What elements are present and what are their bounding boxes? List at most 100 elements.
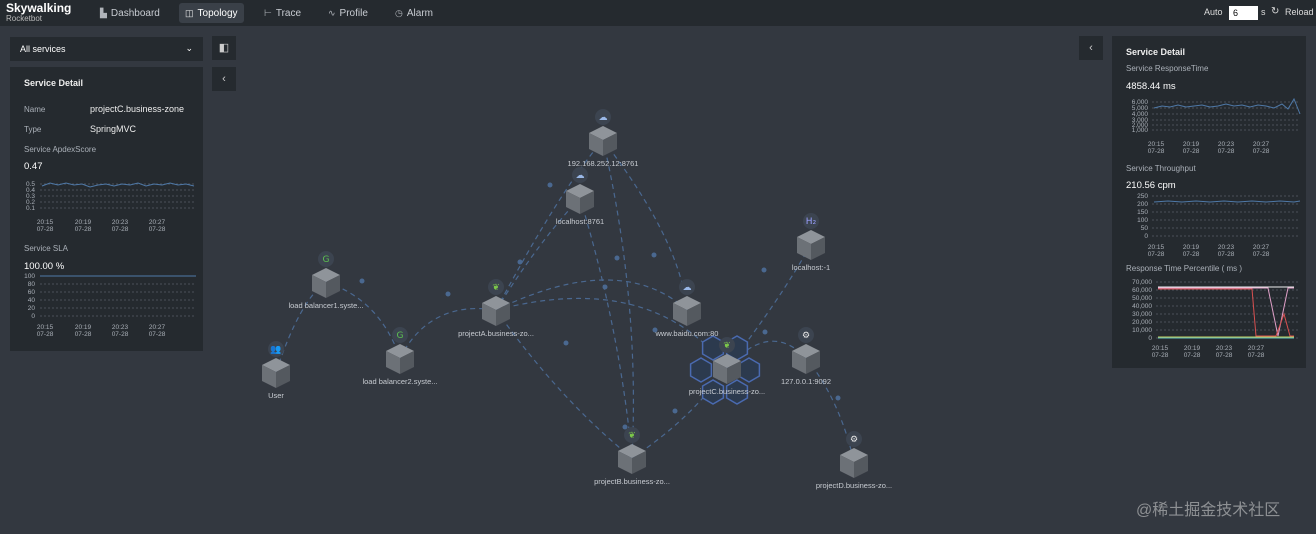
nav-dashboard[interactable]: ▙Dashboard <box>94 3 166 23</box>
menu-hex-button[interactable] <box>737 357 761 383</box>
topology-node[interactable]: ❦ projectC.business-zo... <box>689 337 765 396</box>
nav-trace-label: Trace <box>275 7 302 19</box>
nav-topology[interactable]: ◫Topology <box>179 3 244 23</box>
percentile-chart: 70,000 60,000 50,000 40,000 30,000 20,00… <box>1132 279 1300 359</box>
nav-profile[interactable]: ∿Profile <box>322 3 374 23</box>
time: 20:23 <box>112 324 129 331</box>
edge[interactable] <box>602 139 635 459</box>
edge[interactable] <box>579 197 633 459</box>
kafka-icon <box>846 431 862 447</box>
topology-node[interactable]: ❦projectA.business-zo... <box>458 279 534 338</box>
topology-node[interactable]: ☁www.baidu.com:80 <box>655 279 719 338</box>
name-label: Name <box>24 105 46 114</box>
tick: 0.1 <box>26 205 35 212</box>
auto-interval-input[interactable]: 6 <box>1229 6 1258 20</box>
type-value: SpringMVC <box>90 124 137 134</box>
date: 07-28 <box>75 331 92 338</box>
dashboard-icon: ▙ <box>100 7 107 18</box>
edge[interactable] <box>495 279 688 311</box>
node-label: 127.0.0.1:9092 <box>781 377 831 386</box>
menu-hex-button[interactable] <box>701 379 725 405</box>
top-bar: Skywalking Rocketbot ▙Dashboard ◫Topolog… <box>0 0 1316 26</box>
collapse-left-button[interactable]: ‹ <box>212 67 236 91</box>
topology-node[interactable]: ☁ 192.168.252.12:8761 <box>568 109 639 168</box>
date: 07-28 <box>1218 251 1235 258</box>
date: 07-28 <box>1148 148 1165 155</box>
sla-value: 100.00 % <box>24 261 65 272</box>
reload-button[interactable]: Reload <box>1285 7 1314 17</box>
edge[interactable] <box>805 357 855 463</box>
collapse-right-button[interactable]: ‹ <box>1079 36 1103 60</box>
time: 20:15 <box>1148 141 1165 148</box>
tick: 0.5 <box>26 181 35 188</box>
menu-hex-button[interactable] <box>725 379 749 405</box>
logo[interactable]: Skywalking Rocketbot <box>6 2 71 23</box>
tick: 20,000 <box>1132 319 1152 326</box>
node-label: 192.168.252.12:8761 <box>568 159 639 168</box>
leaf-icon <box>719 337 735 353</box>
apdex-value: 0.47 <box>24 161 43 172</box>
sla-label: Service SLA <box>24 244 69 253</box>
edge[interactable] <box>275 281 327 373</box>
time: 20:19 <box>75 324 92 331</box>
edge[interactable] <box>399 307 497 359</box>
edge[interactable] <box>325 281 401 359</box>
tick: 4,000 <box>1132 111 1149 118</box>
date: 07-28 <box>1183 251 1200 258</box>
percentile-label: Response Time Percentile ( ms ) <box>1126 264 1243 273</box>
time: 20:23 <box>1216 345 1233 352</box>
time: 20:19 <box>1184 345 1201 352</box>
nav-trace[interactable]: ⊢Trace <box>258 3 307 23</box>
topology-node[interactable]: ❦projectB.business-zo... <box>594 427 670 486</box>
topology-icon: ◫ <box>185 7 194 18</box>
time: 20:15 <box>37 324 54 331</box>
rt-value: 4858.44 ms <box>1126 81 1176 92</box>
chevron-left-icon: ‹ <box>222 73 226 85</box>
time: 20:23 <box>1218 244 1235 251</box>
time: 20:23 <box>112 219 129 226</box>
chevron-down-icon: ⌄ <box>185 43 193 53</box>
node-label: projectC.business-zo... <box>689 387 765 396</box>
panel-icon: ◧ <box>218 42 230 54</box>
topology-node[interactable]: 👥User <box>262 341 290 400</box>
tick: 80 <box>28 281 36 288</box>
nav-alarm[interactable]: ◷Alarm <box>389 3 439 23</box>
cloud-icon-glyph: ☁ <box>599 113 608 123</box>
kafka-icon-glyph: ⚙ <box>850 435 858 445</box>
leaf-icon-glyph: ❦ <box>723 341 731 351</box>
tick: 3,000 <box>1132 117 1149 124</box>
topology-node[interactable]: ⚙127.0.0.1:9092 <box>781 327 831 386</box>
topology-node[interactable]: ⚙projectD.business-zo... <box>816 431 892 490</box>
date: 07-28 <box>1184 352 1201 359</box>
tick: 5,000 <box>1132 105 1149 112</box>
name-value: projectC.business-zone <box>90 104 185 114</box>
left-panel-title: Service Detail <box>24 78 84 88</box>
leaf-icon <box>624 427 640 443</box>
edge[interactable] <box>495 297 728 369</box>
cloud-icon <box>595 109 611 125</box>
toggle-panel-button[interactable]: ◧ <box>212 36 236 60</box>
auto-label: Auto <box>1204 7 1223 17</box>
service-select[interactable]: All services⌄ <box>10 37 203 61</box>
throughput-label: Service Throughput <box>1126 164 1196 173</box>
h2-icon-glyph: H₂ <box>806 217 817 227</box>
edge[interactable] <box>495 139 604 311</box>
edge[interactable] <box>495 197 581 311</box>
reload-icon[interactable]: ↻ <box>1271 6 1280 17</box>
g-icon <box>392 327 408 343</box>
tick: 200 <box>1137 201 1148 208</box>
time: 20:27 <box>1253 141 1270 148</box>
date: 07-28 <box>1183 148 1200 155</box>
tick: 20 <box>28 305 36 312</box>
menu-hex-button[interactable] <box>689 357 713 383</box>
rt-chart: 6,000 5,000 4,000 3,000 2,000 1,000 20:1… <box>1132 97 1301 155</box>
users-icon <box>268 341 284 357</box>
tick: 40 <box>28 297 36 304</box>
auto-unit: s <box>1261 7 1266 17</box>
topology-node[interactable]: ☁localhost:8761 <box>556 167 604 226</box>
